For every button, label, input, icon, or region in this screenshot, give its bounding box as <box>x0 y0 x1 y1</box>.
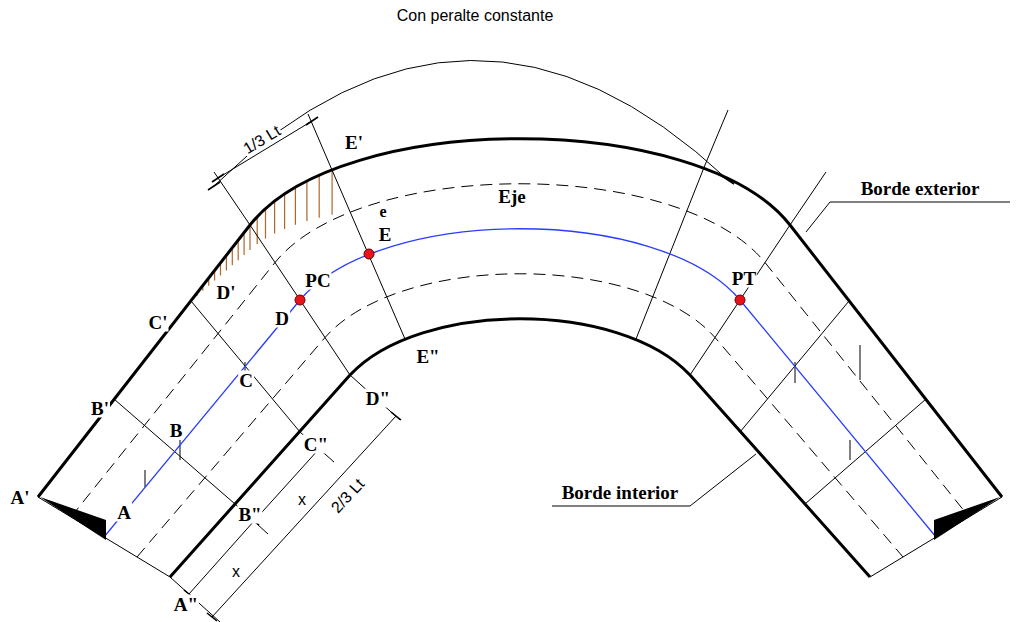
point-dot <box>295 295 305 305</box>
dimension-label: x <box>297 492 307 508</box>
end-triangle <box>40 497 106 540</box>
point-label: D <box>274 309 290 328</box>
point-label: A' <box>10 488 31 507</box>
point-label: C <box>238 371 254 390</box>
road-axis <box>104 229 936 537</box>
axis-label: Eje <box>497 187 526 206</box>
point-label: A" <box>173 595 199 614</box>
hatch-line <box>332 170 333 215</box>
point-label: B' <box>90 399 110 418</box>
lane-lines <box>71 184 969 557</box>
superelevation-hatch <box>191 170 332 301</box>
superelevation-label: e <box>378 204 387 220</box>
dimension-label: Con peralte constante <box>396 8 555 24</box>
point-dot <box>735 295 745 305</box>
inner-edge <box>170 319 870 577</box>
lane-line <box>71 184 969 517</box>
dimension-label: 1/3 Lt <box>240 122 284 157</box>
dimension-label: 2/3 Lt <box>328 475 368 517</box>
point-dot <box>364 249 374 259</box>
edge-label: Borde exterior <box>860 179 981 198</box>
end-triangle <box>934 497 1000 540</box>
hatch-line <box>319 175 320 218</box>
hatch-line <box>306 181 307 221</box>
lane-line <box>137 274 903 557</box>
point-label: D" <box>365 389 391 408</box>
point-label: B <box>169 421 184 440</box>
dimension-lines <box>170 60 1010 622</box>
hatch-line <box>295 187 296 225</box>
point-label: D' <box>216 283 237 302</box>
point-label: PT <box>731 269 757 288</box>
hatch-line <box>284 194 285 229</box>
hatch-line <box>274 201 275 234</box>
point-label: PC <box>304 271 331 290</box>
dimension-ticks <box>184 117 734 621</box>
hatch-line <box>238 240 239 260</box>
hatch-line <box>244 233 245 256</box>
hatch-line <box>265 209 266 239</box>
hatch-line <box>257 217 258 245</box>
cross-section-lines <box>38 165 1002 577</box>
point-label: E' <box>344 133 364 152</box>
edge-label: Borde interior <box>561 483 680 502</box>
dimension-label: x <box>231 564 241 580</box>
point-label: E" <box>415 347 440 366</box>
hatch-line <box>249 225 250 250</box>
point-label: C' <box>148 313 169 332</box>
point-label: B" <box>237 505 262 524</box>
point-label: A <box>116 503 132 522</box>
point-label: C" <box>303 435 329 454</box>
point-label: E <box>378 225 393 244</box>
